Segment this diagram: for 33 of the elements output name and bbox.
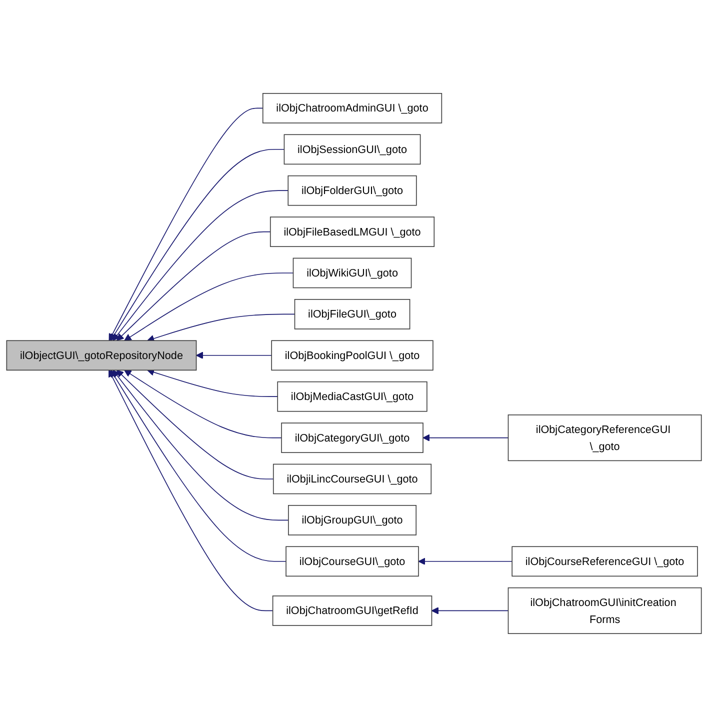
node-box: ilObjChatroomGUI\getRefId xyxy=(272,596,432,626)
arrow xyxy=(431,607,509,614)
arrow xyxy=(110,370,286,562)
arrow xyxy=(116,231,271,341)
arrow xyxy=(422,434,509,442)
node-box: ilObjBookingPoolGUI \_goto xyxy=(271,340,434,371)
node-box: ilObjiLincCourseGUI \_goto xyxy=(272,464,432,494)
arrow xyxy=(147,314,296,342)
node-box: ilObjChatroomAdminGUI \_goto xyxy=(262,93,442,124)
arrow xyxy=(110,148,285,341)
node-box: ilObjMediaCastGUI\_goto xyxy=(277,381,428,412)
node-box: ilObjFileBasedLMGUI \_goto xyxy=(270,216,435,247)
arrow xyxy=(124,272,294,341)
arrow xyxy=(196,352,272,360)
arrow xyxy=(112,370,289,521)
node-box: ilObjGroupGUI\_goto xyxy=(288,505,417,536)
arrow xyxy=(147,368,278,397)
arrow xyxy=(112,190,289,341)
node-box: ilObjWikiGUI\_goto xyxy=(292,258,412,288)
node-box: ilObjectGUI\_gotoRepositoryNode xyxy=(6,340,197,371)
node-box: ilObjFolderGUI\_goto xyxy=(288,175,417,206)
arrow xyxy=(116,370,274,480)
arrow xyxy=(418,558,512,566)
arrow xyxy=(108,108,264,341)
node-box: ilObjFileGUI\_goto xyxy=(294,299,410,330)
node-box: ilObjCategoryReferenceGUI \_goto xyxy=(508,414,702,462)
node-box: ilObjCourseGUI\_goto xyxy=(286,546,419,577)
node-box: ilObjCourseReferenceGUI \_goto xyxy=(512,546,698,577)
node-box: ilObjChatroomGUI\initCreation Forms xyxy=(508,587,702,634)
arrow xyxy=(124,370,282,438)
arrow xyxy=(108,370,274,612)
node-box: ilObjCategoryGUI\_goto xyxy=(281,422,424,453)
node-box: ilObjSessionGUI\_goto xyxy=(284,134,421,165)
